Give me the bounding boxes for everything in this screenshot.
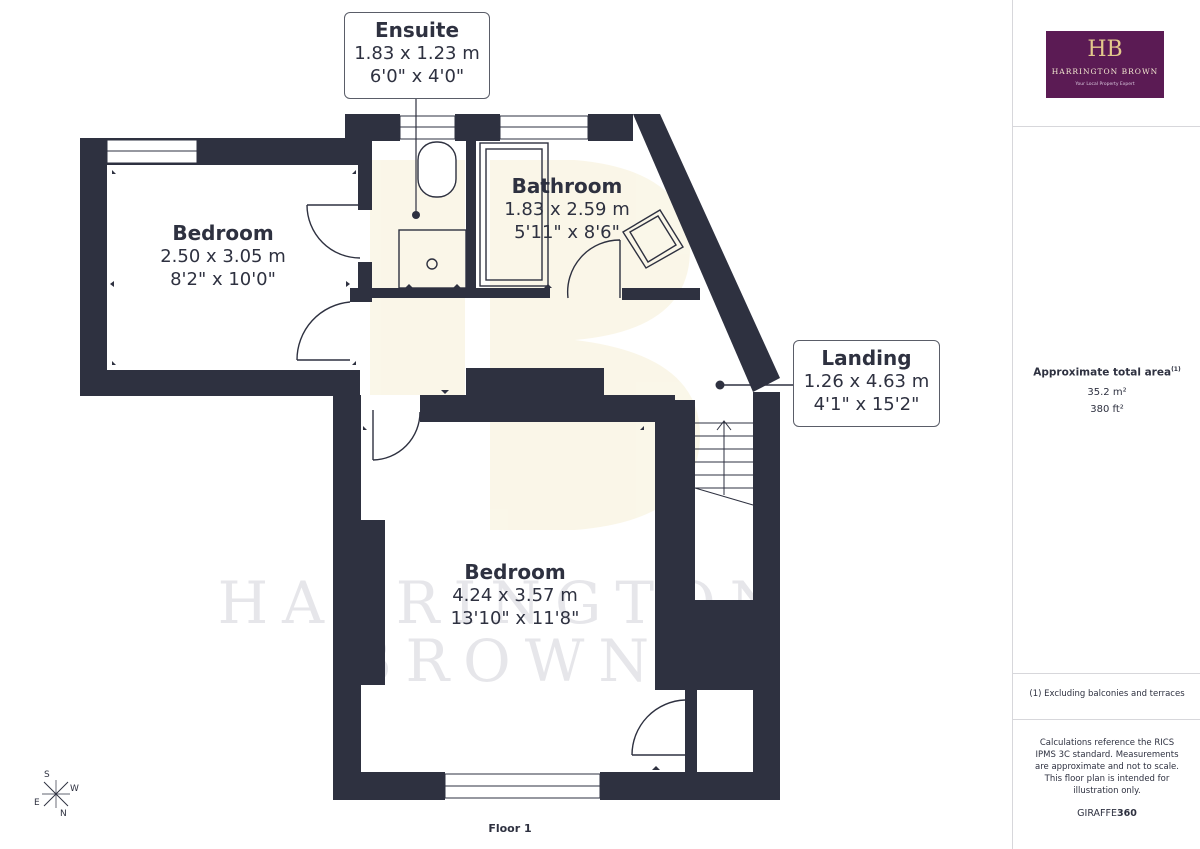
- logo-name: HARRINGTON BROWN: [1051, 67, 1159, 76]
- disclaimer-section: Calculations reference the RICS IPMS 3C …: [1013, 719, 1200, 849]
- compass-n: N: [60, 809, 67, 819]
- area-section: Approximate total area(1) 35.2 m² 380 ft…: [1013, 126, 1200, 674]
- wall: [685, 690, 697, 772]
- sink: [622, 209, 684, 269]
- wall: [80, 138, 107, 396]
- wall: [466, 368, 604, 398]
- wall: [455, 114, 500, 141]
- wall: [345, 114, 400, 141]
- watermark-line-2: BROWN: [348, 627, 664, 695]
- brand-suffix: 360: [1116, 808, 1137, 819]
- wall: [600, 772, 780, 800]
- giraffe360-brand: GIRAFFE360: [1013, 808, 1200, 819]
- door-swing: [306, 204, 361, 259]
- wall: [420, 395, 675, 422]
- stairs: [694, 420, 754, 506]
- wall: [633, 114, 780, 392]
- wall: [753, 392, 780, 800]
- room-dimensions-metric: 2.50 x 3.05 m: [160, 246, 286, 267]
- wall: [360, 520, 385, 685]
- room-name: Ensuite: [374, 18, 460, 42]
- room-dimensions-metric: 4.24 x 3.57 m: [452, 585, 578, 606]
- area-footnote-mark: (1): [1171, 366, 1181, 373]
- room-name: Bathroom: [511, 174, 623, 198]
- footnote-section: (1) Excluding balconies and terraces: [1013, 673, 1200, 720]
- room-label-bedroom-main: Bedroom 4.24 x 3.57 m 13'10" x 11'8": [425, 560, 605, 630]
- wall: [695, 600, 755, 690]
- wall: [655, 400, 695, 690]
- room-dimensions-metric: 1.83 x 1.23 m: [354, 43, 480, 64]
- room-name: Landing: [821, 346, 912, 370]
- room-dimensions-metric: 1.26 x 4.63 m: [803, 371, 930, 392]
- area-m2: 35.2 m²: [1087, 387, 1127, 398]
- floor-label: Floor 1: [488, 822, 532, 835]
- room-dimensions-imperial: 13'10" x 11'8": [450, 608, 580, 629]
- wall: [588, 114, 633, 141]
- wall: [350, 288, 372, 302]
- area-title: Approximate total area(1): [1013, 366, 1200, 379]
- area-ft2: 380 ft²: [1090, 404, 1124, 415]
- room-name: Bedroom: [172, 221, 274, 245]
- disclaimer: Calculations reference the RICS IPMS 3C …: [1035, 738, 1179, 796]
- logo-monogram: HB: [1087, 37, 1123, 62]
- callout-ensuite: Ensuite 1.83 x 1.23 m 6'0" x 4'0": [344, 12, 490, 99]
- compass-s: S: [44, 770, 50, 780]
- room-dimensions-imperial: 6'0" x 4'0": [369, 66, 465, 87]
- wall: [80, 370, 360, 396]
- logo-section: HB HARRINGTON BROWN Your Local Property …: [1013, 0, 1200, 127]
- callout-landing: Landing 1.26 x 4.63 m 4'1" x 15'2": [793, 340, 940, 427]
- room-dimensions-imperial: 4'1" x 15'2": [813, 394, 920, 415]
- brand-logo: HB HARRINGTON BROWN Your Local Property …: [1046, 31, 1164, 98]
- floorplan-drawing: [80, 98, 795, 800]
- dimension-markers: [110, 170, 660, 770]
- wall: [358, 165, 372, 210]
- logo-tagline: Your Local Property Expert: [1075, 82, 1135, 87]
- wall: [466, 141, 476, 291]
- floorplan-area: HARRINGTON BROWN: [34, 12, 940, 835]
- sidebar: HB HARRINGTON BROWN Your Local Property …: [1012, 0, 1200, 849]
- compass-icon: S W E N: [34, 770, 82, 820]
- shower-tray: [398, 229, 467, 289]
- door-swing: [631, 699, 686, 756]
- room-dimensions-imperial: 8'2" x 10'0": [170, 269, 276, 290]
- compass-w: W: [70, 784, 79, 794]
- wall: [622, 288, 700, 300]
- footnote: (1) Excluding balconies and terraces: [1029, 689, 1185, 699]
- compass-e: E: [34, 798, 40, 808]
- toilet: [417, 141, 457, 198]
- bath: [479, 142, 549, 287]
- brand-prefix: GIRAFFE: [1077, 808, 1117, 819]
- door-swing: [566, 239, 621, 299]
- wall: [333, 395, 361, 800]
- room-dimensions-metric: 1.83 x 2.59 m: [504, 199, 630, 220]
- door-swing: [296, 301, 351, 361]
- room-label-bathroom: Bathroom 1.83 x 2.59 m 5'11" x 8'6": [487, 174, 647, 244]
- room-dimensions-imperial: 5'11" x 8'6": [514, 222, 620, 243]
- room-label-bedroom-left: Bedroom 2.50 x 3.05 m 8'2" x 10'0": [143, 221, 303, 291]
- wall: [333, 772, 445, 800]
- door-swing: [372, 410, 421, 461]
- area-title-text: Approximate total area: [1033, 366, 1172, 379]
- wall: [372, 288, 550, 298]
- room-name: Bedroom: [464, 560, 566, 584]
